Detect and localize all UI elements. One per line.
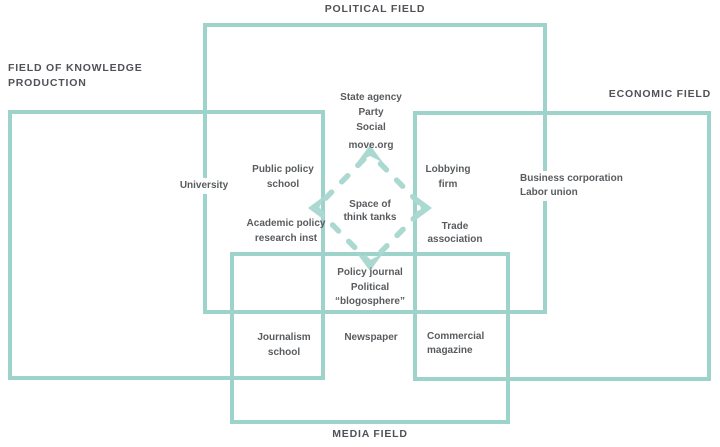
political-field-label: POLITICAL FIELD [324,3,426,15]
node-commercial-magazine: Commercial magazine [427,330,484,358]
knowledge-field-label-line1: FIELD OF KNOWLEDGE [8,62,143,74]
node-line: research inst [254,233,318,244]
knowledge-field-label: FIELD OF KNOWLEDGE PRODUCTION [8,61,143,91]
node-academic-policy-research-inst: Academic policy research inst [247,216,326,246]
node-line: Trade [441,221,469,232]
knowledge-field-label-line2: PRODUCTION [8,77,87,89]
node-line: Business corporation [520,173,623,184]
center-label-line: think tanks [343,212,397,223]
political-field-rect [203,23,547,314]
node-line: firm [438,179,458,190]
media-field-label: MEDIA FIELD [332,428,408,440]
node-line: State agency [340,92,402,103]
node-lobbying-firm: Lobbying firm [426,162,471,192]
space-of-think-tanks-label: Space of think tanks [344,198,397,224]
node-line: Commercial [427,331,485,342]
node-public-policy-school: Public policy school [252,162,314,192]
node-line: Social [356,122,386,133]
node-line: magazine [427,345,473,356]
node-line: Political [350,281,390,293]
node-business-corporation-labor-union: Business corporation Labor union [517,171,626,201]
node-journalism-school: Journalism school [257,330,310,360]
node-university: University [176,178,232,194]
node-line: move.org [348,140,394,151]
center-label-line: Space of [349,199,391,210]
node-newspaper: Newspaper [344,331,397,345]
economic-field-label: ECONOMIC FIELD [608,88,711,100]
node-line: association [427,234,483,245]
node-line: Policy journal [337,267,403,278]
node-line: Journalism [257,332,311,343]
node-line: Labor union [520,187,578,198]
node-line: Newspaper [344,332,398,343]
node-line: Academic policy [246,218,326,229]
node-policy-journal-blogosphere: Policy journal Political “blogosphere” [335,266,405,310]
node-line: “blogosphere” [334,296,406,307]
node-line: University [179,180,229,191]
node-state-agency: State agency Party Social move.org [340,90,402,153]
node-line: school [267,347,301,358]
node-trade-association: Trade association [427,220,482,246]
node-line: school [266,179,300,190]
node-line: Public policy [252,164,314,175]
node-line: Party [358,107,384,118]
node-line: Lobbying [425,164,471,175]
